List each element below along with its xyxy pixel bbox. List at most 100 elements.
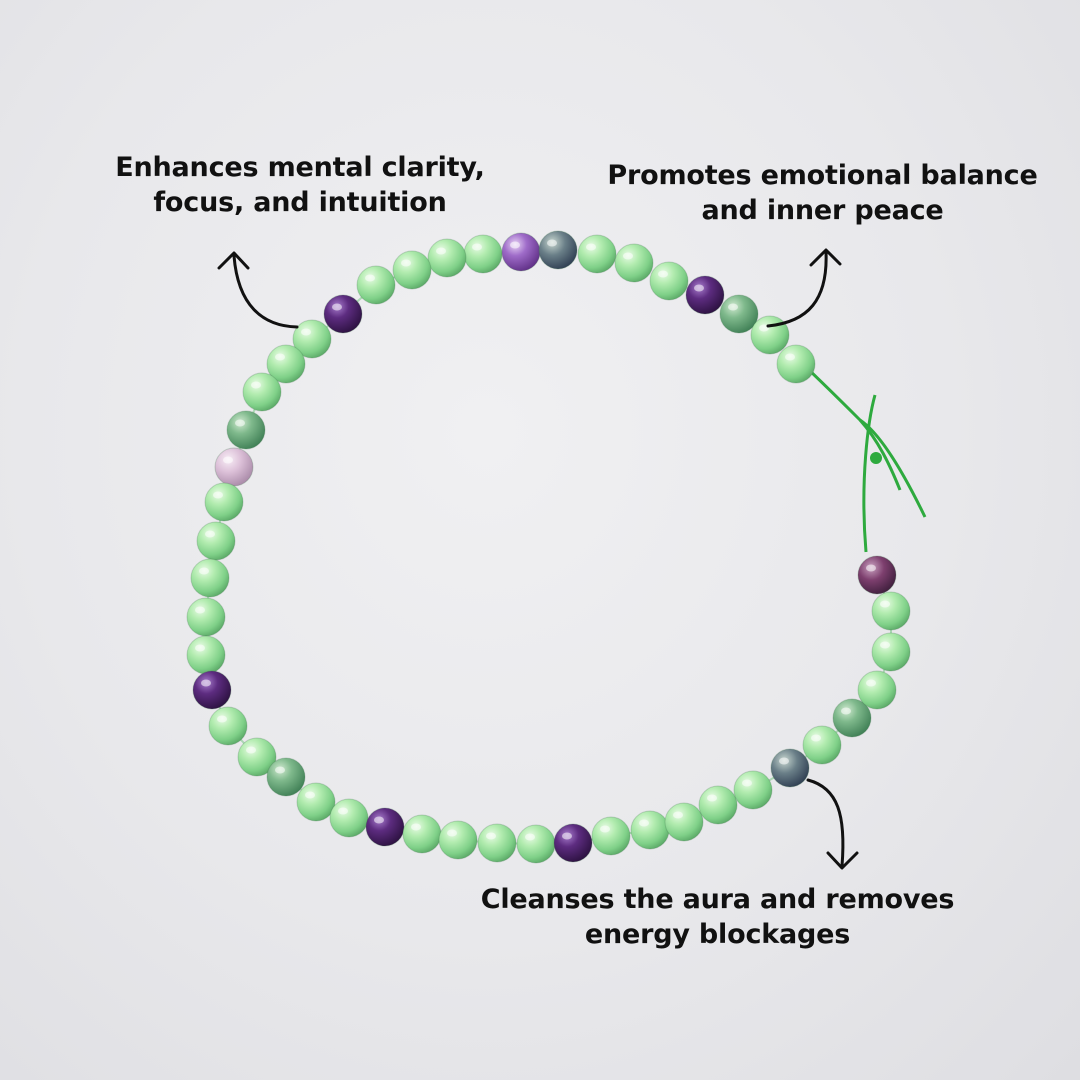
bead xyxy=(630,810,670,850)
bead-highlight xyxy=(205,530,215,538)
curved-arrow-down-icon xyxy=(806,778,859,870)
bead xyxy=(208,706,248,746)
bead xyxy=(186,597,226,637)
bead xyxy=(698,785,738,825)
bead xyxy=(266,757,306,797)
bead-strand xyxy=(186,230,911,864)
bead-highlight xyxy=(880,641,890,649)
caption-line: Promotes emotional balance xyxy=(607,160,1038,191)
bead-highlight xyxy=(447,829,457,837)
bead xyxy=(857,555,897,595)
bead-highlight xyxy=(275,766,285,774)
bead-highlight xyxy=(707,794,717,802)
bead xyxy=(664,802,704,842)
bead xyxy=(226,410,266,450)
bead xyxy=(871,632,911,672)
bead xyxy=(402,814,442,854)
caption-line: energy blockages xyxy=(584,919,851,950)
bead-highlight xyxy=(779,757,789,765)
bead xyxy=(356,265,396,305)
bead xyxy=(392,250,432,290)
bead xyxy=(832,698,872,738)
bead xyxy=(427,238,467,278)
bead-highlight xyxy=(586,243,596,251)
bead-highlight xyxy=(436,247,446,255)
bead-highlight xyxy=(301,328,311,336)
bead-highlight xyxy=(841,707,851,715)
bead xyxy=(204,482,244,522)
bead-highlight xyxy=(785,353,795,361)
bead xyxy=(365,807,405,847)
bead-highlight xyxy=(472,243,482,251)
caption-line: Enhances mental clarity, xyxy=(115,152,485,183)
bead xyxy=(750,315,790,355)
curved-arrow-up-icon xyxy=(217,251,299,329)
caption-line: Cleanses the aura and removes xyxy=(480,884,955,915)
bead xyxy=(719,294,759,334)
bead xyxy=(577,234,617,274)
bead-highlight xyxy=(223,456,233,464)
bead-highlight xyxy=(217,715,227,723)
bead xyxy=(463,234,503,274)
bead xyxy=(802,725,842,765)
bead xyxy=(323,294,363,334)
bead xyxy=(266,344,306,384)
green-cord xyxy=(788,350,927,553)
bead-highlight xyxy=(673,811,683,819)
caption-mental-clarity: Enhances mental clarity, focus, and intu… xyxy=(95,150,505,220)
bead-highlight xyxy=(510,241,520,249)
bead-highlight xyxy=(759,324,769,332)
bead-highlight xyxy=(562,832,572,840)
bead xyxy=(591,816,631,856)
bead-highlight xyxy=(365,274,375,282)
bead-highlight xyxy=(374,816,384,824)
bead xyxy=(196,521,236,561)
bead-highlight xyxy=(332,303,342,311)
bead-highlight xyxy=(246,746,256,754)
bead-highlight xyxy=(728,303,738,311)
bead-highlight xyxy=(411,823,421,831)
caption-cleanses-aura: Cleanses the aura and removes energy blo… xyxy=(460,882,975,952)
bead-highlight xyxy=(199,567,209,575)
bead xyxy=(871,591,911,631)
bead xyxy=(477,823,517,863)
bead-highlight xyxy=(338,807,348,815)
bead-highlight xyxy=(547,239,557,247)
bead xyxy=(438,820,478,860)
bead xyxy=(190,558,230,598)
bead xyxy=(770,748,810,788)
bead xyxy=(237,737,277,777)
caption-line: and inner peace xyxy=(701,195,944,226)
bead xyxy=(776,344,816,384)
bead-highlight xyxy=(866,679,876,687)
bead xyxy=(192,670,232,710)
bead xyxy=(292,319,332,359)
bead-highlight xyxy=(251,381,261,389)
bead xyxy=(214,447,254,487)
caption-emotional-balance: Promotes emotional balance and inner pea… xyxy=(595,158,1050,228)
bead xyxy=(538,230,578,270)
bead-highlight xyxy=(235,419,245,427)
bead xyxy=(516,824,556,864)
bead-highlight xyxy=(195,644,205,652)
bead-highlight xyxy=(401,259,411,267)
bead-highlight xyxy=(201,679,211,687)
bead-highlight xyxy=(213,491,223,499)
caption-line: focus, and intuition xyxy=(153,187,447,218)
bead xyxy=(296,782,336,822)
bead-highlight xyxy=(623,252,633,260)
bead-highlight xyxy=(195,606,205,614)
bead-highlight xyxy=(694,284,704,292)
bead-highlight xyxy=(811,734,821,742)
bead xyxy=(186,635,226,675)
bead-highlight xyxy=(600,825,610,833)
bead-highlight xyxy=(639,819,649,827)
bead-highlight xyxy=(742,779,752,787)
bead xyxy=(685,275,725,315)
bead-highlight xyxy=(866,564,876,572)
bead-highlight xyxy=(658,270,668,278)
bead xyxy=(614,243,654,283)
bead xyxy=(329,798,369,838)
